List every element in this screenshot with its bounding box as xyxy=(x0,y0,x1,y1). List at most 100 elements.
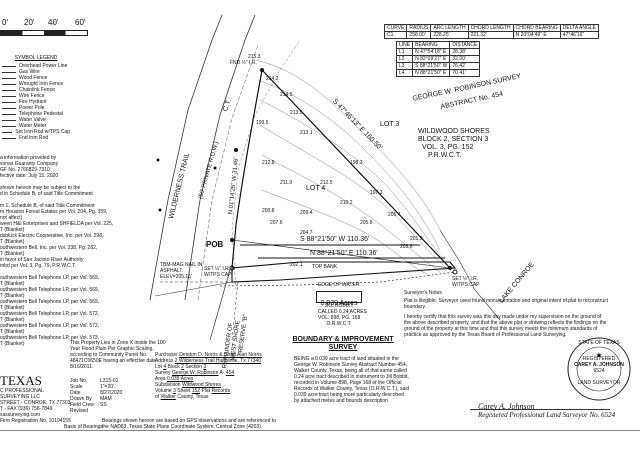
seal-star-icon: ★ xyxy=(595,351,602,360)
label-edge-of-water: EDGE OF WATER xyxy=(318,282,360,288)
iron-rod-icon xyxy=(234,148,238,152)
label-pob: POB xyxy=(206,240,224,249)
note-line: T (Blanket) xyxy=(0,293,25,299)
scale-tick-20: 20' xyxy=(24,18,35,27)
purchaser-value: Dendon D. Norris & Chad Alan Norris xyxy=(179,352,262,358)
legend-item: Gas Wire xyxy=(2,69,70,75)
surveyor-seal: ★ xyxy=(567,337,631,401)
seal-text: STATE OF TEXAS REGISTERED CAREY A. JOHNS… xyxy=(566,336,632,402)
contour-lines xyxy=(254,59,447,277)
seal-bottom: LAND SURVEYOR xyxy=(577,380,621,386)
plat-label: Plat xyxy=(201,388,211,394)
legend-item: Fnd Iron Rod xyxy=(2,135,70,141)
legend-symbol-icon xyxy=(2,89,16,91)
sheet-value: 152 xyxy=(191,388,201,394)
legend-symbol-icon xyxy=(2,65,16,67)
surveyor-signature: Carey A. Johnson Registered Professional… xyxy=(478,402,615,419)
note-line: GF No. 2766829-7310 xyxy=(0,167,50,173)
note-line: T (Blanket) xyxy=(0,251,25,257)
line-table-cell: N 88°21'50" E xyxy=(412,69,451,77)
road-easement-line xyxy=(197,44,259,301)
drawn-label: Drawn By xyxy=(70,396,92,402)
flood-line: This Property Lies in Zone X inside the … xyxy=(70,340,166,346)
area-box: 0.039 Acres xyxy=(316,291,362,307)
note-line: T (Blanket) xyxy=(0,341,25,347)
label-set-rod-2: SET ½" I.R. W/TPS CAP xyxy=(452,276,480,288)
label-lot-3: LOT 3 xyxy=(380,121,400,128)
elevation-label: 201.9 xyxy=(410,236,423,242)
legend-item: Fire Hydrant xyxy=(2,99,70,105)
lot-label: Lot xyxy=(155,364,162,370)
flood-note: This Property Lies in Zone X inside the … xyxy=(70,340,166,370)
note-line: outhwestern Bell Telephone LP, per Vol. … xyxy=(0,299,100,305)
county-suffix: County, Texas xyxy=(177,394,209,400)
elevation-label: 205.4 xyxy=(388,212,401,218)
elevation-label: 207.6 xyxy=(270,220,283,226)
elevation-label: 212.8 xyxy=(262,160,275,166)
note-line: T (Blanket) xyxy=(0,227,25,233)
job-value: L315-01 xyxy=(100,378,119,384)
label-set-rod-1: SET ½" I.R. W/TPS CAP xyxy=(204,266,232,278)
power-pole-icon xyxy=(213,166,217,170)
reserve-edge xyxy=(209,269,231,340)
legend-label: Overhead Power Line xyxy=(19,63,68,69)
note-line: not affect) xyxy=(0,215,23,221)
company-line: Firm Registration No. 10194155 xyxy=(0,418,71,424)
legend-label: Gas Wire xyxy=(19,69,40,75)
legend-symbol-icon xyxy=(2,131,13,133)
label-subdivision-3: VOL. 3, PG. 152 xyxy=(422,144,474,151)
elevation-label: 203.6 xyxy=(400,244,413,250)
label-subdivision-2: BLOCK 2, SECTION 3 xyxy=(418,136,489,143)
label-bearing-mid: N 88°21'50" E 110.36' xyxy=(310,250,378,257)
company-line: STREET - CONROE, TX 77303 xyxy=(0,400,71,406)
note-line: T (Blanket) xyxy=(0,239,25,245)
legend-item: Set Iron Rod w/TPS Cap xyxy=(2,129,70,135)
area-value: 0.039 Acres xyxy=(166,376,194,382)
iron-rod-icon xyxy=(260,68,264,72)
surveyor-notes-title: Surveyor's Notes xyxy=(404,290,442,296)
plat-value: Records xyxy=(211,388,231,394)
elevation-label: 215.3 xyxy=(248,54,261,60)
seal-top: STATE OF TEXAS xyxy=(578,340,620,346)
legend-symbol-icon xyxy=(2,137,16,139)
legend-label: Fnd Iron Rod xyxy=(19,135,49,141)
legend-item: Chainlink Fence xyxy=(2,87,70,93)
signature-title: Registered Professional Land Surveyor No… xyxy=(478,411,616,419)
boundary-subtitle: SURVEY xyxy=(328,344,358,351)
iron-rod-icon xyxy=(452,269,458,275)
company-name: TEXAS xyxy=(0,373,42,388)
note-line: T (Blanket) xyxy=(0,305,25,311)
legend-item: Overhead Power Line xyxy=(2,63,70,69)
road-edge-east xyxy=(184,14,256,301)
note-line: outhwestern Bell Telephone LP, per Vol. … xyxy=(0,311,100,317)
legend-label: Telephone Pedestal xyxy=(19,111,63,117)
note-line: a information provided by xyxy=(0,155,57,161)
lot-value: 4 xyxy=(163,364,167,370)
job-label: Job No. xyxy=(70,378,88,384)
flood-line: Year Flood Plain Per Graphic Scaling, xyxy=(70,346,154,352)
seal-registered: REGISTERED xyxy=(582,356,616,362)
boundary-title-line: BOUNDARY & IMPROVEMENT xyxy=(292,336,394,343)
legend-symbol-icon xyxy=(2,95,16,97)
scale-label: Scale xyxy=(70,384,83,390)
note-line: xonas Guaranty Company xyxy=(0,161,59,167)
legend-item: Wrought Iron Fence xyxy=(2,81,70,87)
flood-line: 8/16/2011. xyxy=(70,364,94,370)
area-title: 0.039 Acres xyxy=(320,300,358,307)
legend-label: Wire Fence xyxy=(19,93,45,99)
survey-drawing xyxy=(149,14,501,340)
boundary-description: BEING a 0.039 acre tract of land situate… xyxy=(294,356,410,404)
lake-shore xyxy=(439,229,501,321)
note-line: outhwestern Bell Telephone LP, per Vol. … xyxy=(0,323,100,329)
field-crew-label: Field Crew xyxy=(70,402,94,408)
curve-table-cell: C1 xyxy=(383,31,408,39)
legend-label: Set Iron Rod w/TPS Cap xyxy=(15,129,70,135)
curve-table-cell: N 20°04'49" E xyxy=(512,31,561,39)
elevation-label: 212.5 xyxy=(320,180,333,186)
legend-label: Water Valve xyxy=(19,117,46,123)
lot-line-north xyxy=(261,69,451,269)
